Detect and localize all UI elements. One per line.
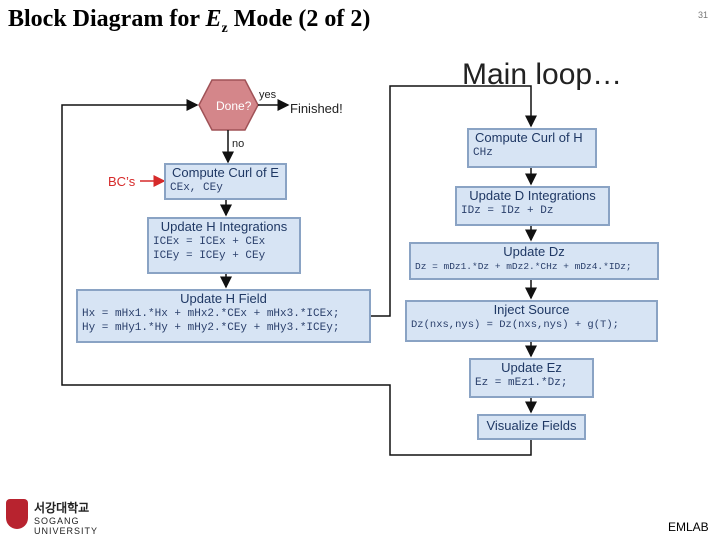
box-code-line: Dz(nxs,nys) = Dz(nxs,nys) + g(T);	[411, 319, 619, 331]
compute-curl-e-box: Compute Curl of E CEx, CEy	[164, 163, 287, 200]
box-title: Update Ez	[501, 360, 562, 375]
box-title: Inject Source	[493, 302, 570, 317]
box-code-line: CHz	[473, 147, 493, 159]
university-logo: 서강대학교 SOGANG UNIVERSITY	[6, 497, 126, 536]
box-title: Update Dz	[503, 244, 565, 259]
box-code-line: CEx, CEy	[170, 182, 223, 194]
box-title: Visualize Fields	[486, 418, 577, 433]
inject-source-box: Inject Source Dz(nxs,nys) = Dz(nxs,nys) …	[405, 300, 658, 342]
box-code-line: ICEy = ICEy + CEy	[153, 250, 266, 262]
no-label: no	[232, 138, 245, 150]
footer-label: EMLAB	[668, 520, 709, 534]
update-dz-box: Update Dz Dz = mDz1.*Dz + mDz2.*CHz + mD…	[409, 242, 659, 280]
box-code-line: Ez = mEz1.*Dz;	[475, 377, 568, 389]
update-ez-box: Update Ez Ez = mEz1.*Dz;	[469, 358, 594, 398]
box-code-line: ICEx = ICEx + CEx	[153, 236, 266, 248]
box-code-line: Dz = mDz1.*Dz + mDz2.*CHz + mDz4.*IDz;	[415, 261, 632, 272]
loop-back	[61, 99, 532, 456]
seal-icon	[6, 499, 28, 529]
box-title: Update H Integrations	[160, 219, 288, 234]
page-number: 31	[698, 10, 709, 20]
slide-title: Block Diagram for Ez Mode (2 of 2)	[8, 6, 370, 37]
decision-label: Done?	[216, 99, 252, 113]
title-sub: z	[221, 20, 228, 36]
box-code-line: Hy = mHy1.*Hy + mHy2.*CEy + mHy3.*ICEy;	[82, 322, 340, 334]
title-prefix: Block Diagram for	[8, 6, 206, 32]
visualize-fields-box: Visualize Fields	[477, 414, 586, 440]
box-title: Compute Curl of H	[475, 130, 583, 145]
box-title: Update H Field	[180, 291, 267, 306]
yes-label: yes	[259, 89, 277, 101]
title-suffix: Mode (2 of 2)	[227, 6, 371, 32]
update-d-integrations-box: Update D Integrations IDz = IDz + Dz	[455, 186, 610, 226]
box-code-line: Hx = mHx1.*Hx + mHx2.*CEx + mHx3.*ICEx;	[82, 308, 340, 320]
logo-english: SOGANG UNIVERSITY	[34, 516, 99, 536]
finished-label: Finished!	[290, 101, 343, 116]
logo-korean: 서강대학교	[34, 501, 90, 515]
title-var: E	[205, 6, 222, 32]
update-h-field-box: Update H Field Hx = mHx1.*Hx + mHx2.*CEx…	[76, 289, 371, 343]
box-title: Compute Curl of E	[172, 165, 279, 180]
box-title: Update D Integrations	[469, 188, 596, 203]
decision-shape	[198, 79, 259, 131]
compute-curl-h-box: Compute Curl of H CHz	[467, 128, 597, 168]
bc-label: BC’s	[108, 174, 136, 189]
box-code-line: IDz = IDz + Dz	[461, 205, 554, 217]
update-h-integrations-box: Update H Integrations ICEx = ICEx + CEx …	[147, 217, 301, 274]
loop-connector	[371, 85, 537, 317]
